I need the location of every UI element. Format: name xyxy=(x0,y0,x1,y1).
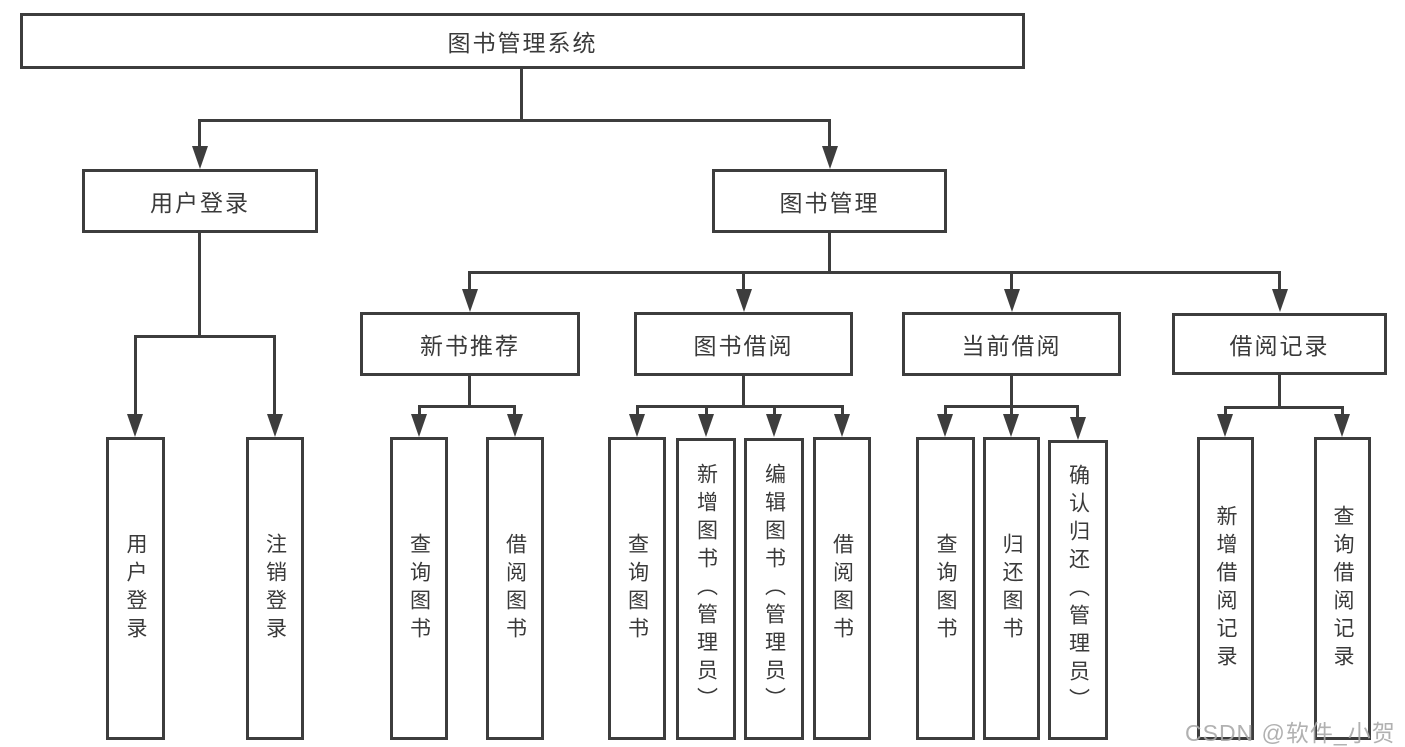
connector-stub-leaf xyxy=(513,405,516,417)
connector-stub-user-login xyxy=(198,119,201,149)
arrowhead-down-icon xyxy=(1217,414,1233,437)
leaf-label: 用户登录 xyxy=(124,532,147,645)
leaf-label: 借阅图书 xyxy=(503,532,527,645)
arrowhead-down-icon xyxy=(822,146,838,169)
connector-stub-borrow-records xyxy=(1278,271,1281,292)
node-leaf-add-book-admin: 新增图书（管理员） xyxy=(676,438,736,740)
arrowhead-down-icon xyxy=(1004,289,1020,312)
node-leaf-add-borrow-record: 新增借阅记录 xyxy=(1197,437,1254,740)
node-leaf-borrow-book-recommend: 借阅图书 xyxy=(486,437,544,740)
node-user-login-branch: 用户登录 xyxy=(82,169,318,233)
node-leaf-confirm-return-admin: 确认归还（管理员） xyxy=(1048,440,1108,740)
leaf-label: 新增图书（管理员） xyxy=(694,463,718,715)
arrowhead-down-icon xyxy=(766,414,782,437)
arrowhead-down-icon xyxy=(1070,417,1086,440)
connector-horizontal xyxy=(636,405,844,408)
connector-book-mgmt-horizontal xyxy=(468,271,1281,274)
node-new-book-recommend: 新书推荐 xyxy=(360,312,580,376)
node-borrow-records: 借阅记录 xyxy=(1172,313,1387,375)
connector-stub-leaf xyxy=(273,335,276,417)
leaf-label: 查询图书 xyxy=(625,532,649,645)
leaf-label: 确认归还（管理员） xyxy=(1066,464,1090,716)
connector-stub-leaf xyxy=(636,405,639,417)
arrowhead-down-icon xyxy=(834,414,850,437)
node-current-borrow: 当前借阅 xyxy=(902,312,1121,376)
node-leaf-query-book-current: 查询图书 xyxy=(916,437,975,740)
connector-stub-leaf xyxy=(705,405,708,417)
arrowhead-down-icon xyxy=(629,414,645,437)
connector-vertical xyxy=(1278,375,1281,406)
connector-stub-leaf xyxy=(773,405,776,417)
node-leaf-return-book: 归还图书 xyxy=(983,437,1040,740)
node-library-management-system: 图书管理系统 xyxy=(20,13,1025,69)
node-leaf-query-borrow-record: 查询借阅记录 xyxy=(1314,437,1371,740)
node-leaf-query-book-borrow: 查询图书 xyxy=(608,437,666,740)
leaf-label: 新增借阅记录 xyxy=(1214,504,1237,673)
arrowhead-down-icon xyxy=(937,414,953,437)
connector-root-horizontal xyxy=(199,119,831,122)
arrowhead-down-icon xyxy=(411,414,427,437)
node-leaf-logout: 注销登录 xyxy=(246,437,304,740)
connector-stub-book-mgmt xyxy=(828,119,831,149)
node-leaf-edit-book-admin: 编辑图书（管理员） xyxy=(744,438,804,740)
arrowhead-down-icon xyxy=(507,414,523,437)
leaf-label: 查询图书 xyxy=(407,532,431,645)
connector-stub-leaf xyxy=(944,405,947,417)
leaf-label: 编辑图书（管理员） xyxy=(762,463,786,715)
leaf-label: 查询图书 xyxy=(934,532,957,645)
connector-book-mgmt-vertical xyxy=(828,233,831,271)
node-leaf-borrow-book: 借阅图书 xyxy=(813,437,871,740)
arrowhead-down-icon xyxy=(1272,289,1288,312)
connector-vertical xyxy=(742,376,745,405)
connector-horizontal xyxy=(418,405,516,408)
node-book-management-branch: 图书管理 xyxy=(712,169,947,233)
arrowhead-down-icon xyxy=(1334,414,1350,437)
connector-stub-leaf xyxy=(841,405,844,417)
connector-stub-leaf xyxy=(418,405,421,417)
connector-stub-leaf xyxy=(1341,406,1344,417)
connector-horizontal xyxy=(1224,406,1343,409)
leaf-label: 注销登录 xyxy=(263,532,287,645)
connector-user-login-vertical xyxy=(198,233,201,335)
connector-stub-book-borrow xyxy=(742,271,745,292)
connector-stub-current-borrow xyxy=(1010,271,1013,292)
connector-stub-leaf xyxy=(1076,405,1079,419)
arrowhead-down-icon xyxy=(698,414,714,437)
node-book-borrow: 图书借阅 xyxy=(634,312,853,376)
connector-vertical xyxy=(1010,376,1013,405)
leaf-label: 借阅图书 xyxy=(830,532,854,645)
node-leaf-query-book-recommend: 查询图书 xyxy=(390,437,448,740)
arrowhead-down-icon xyxy=(462,289,478,312)
node-leaf-user-login: 用户登录 xyxy=(106,437,165,740)
connector-stub-leaf xyxy=(134,335,137,417)
arrowhead-down-icon xyxy=(127,414,143,437)
connector-stub-leaf xyxy=(1010,405,1013,417)
arrowhead-down-icon xyxy=(736,289,752,312)
connector-user-login-horizontal xyxy=(134,335,276,338)
connector-stub-leaf xyxy=(1224,406,1227,417)
connector-vertical xyxy=(468,376,471,405)
leaf-label: 查询借阅记录 xyxy=(1331,504,1354,673)
leaf-label: 归还图书 xyxy=(1000,532,1023,645)
arrowhead-down-icon xyxy=(192,146,208,169)
watermark: CSDN @软件_小贺同学 xyxy=(1185,720,1396,746)
connector-stub-new-book xyxy=(468,271,471,292)
arrowhead-down-icon xyxy=(267,414,283,437)
connector-root-vertical xyxy=(520,69,523,120)
arrowhead-down-icon xyxy=(1003,414,1019,437)
